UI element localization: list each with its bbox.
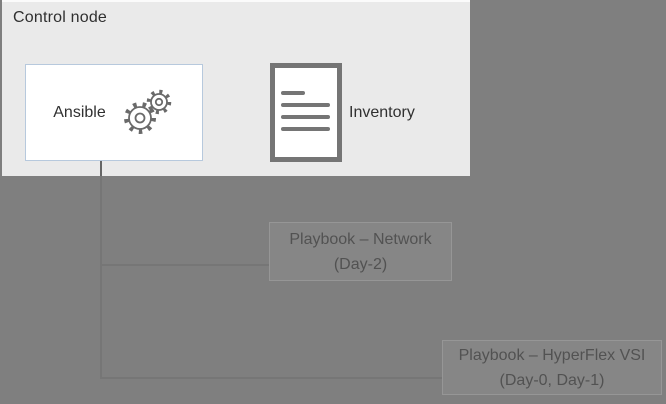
control-node-panel: Control node Ansible	[2, 2, 470, 176]
ansible-box: Ansible	[25, 64, 203, 161]
playbook-hyperflex-box: Playbook – HyperFlex VSI (Day-0, Day-1)	[442, 340, 662, 395]
connector-ansible-stub	[100, 161, 102, 176]
document-line	[281, 115, 330, 119]
playbook-network-box: Playbook – Network (Day-2)	[269, 222, 452, 281]
inventory-document-icon	[270, 63, 342, 162]
playbook-network-title: Playbook – Network	[289, 230, 432, 248]
panel-top-edge	[2, 0, 470, 2]
document-line	[281, 127, 330, 131]
connector-to-network-playbook	[102, 264, 269, 266]
playbook-hyperflex-subtitle: (Day-0, Day-1)	[499, 371, 605, 389]
control-node-title: Control node	[13, 9, 108, 26]
document-line-short	[281, 91, 305, 95]
connector-vertical-line	[100, 176, 102, 379]
playbook-network-subtitle: (Day-2)	[333, 255, 388, 273]
connector-to-hyperflex-playbook	[102, 377, 442, 379]
ansible-label: Ansible	[53, 103, 106, 121]
playbook-hyperflex-title: Playbook – HyperFlex VSI	[458, 346, 646, 364]
document-line	[281, 103, 330, 107]
gears-icon	[123, 89, 171, 134]
inventory-label: Inventory	[349, 103, 415, 121]
